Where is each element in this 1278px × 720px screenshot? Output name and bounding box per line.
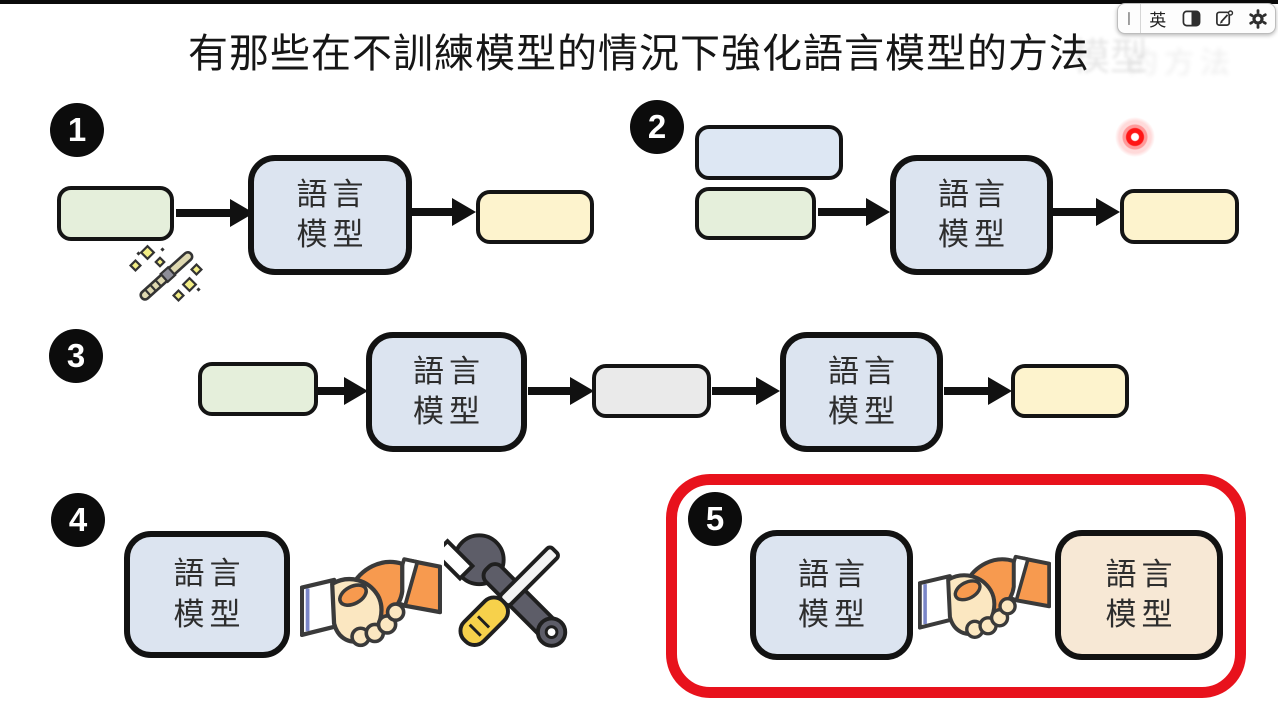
- tools-icon: [444, 524, 576, 662]
- lm-label-line2: 模型: [296, 217, 369, 252]
- laser-pointer-dot: [1113, 115, 1157, 159]
- context-box-blue: [695, 125, 843, 180]
- arrow-right-icon: [944, 377, 1012, 405]
- language-model-box: 語言 模型: [366, 332, 527, 452]
- handshake-icon: [918, 548, 1051, 653]
- fullwidth-toggle-icon[interactable]: [1175, 4, 1209, 33]
- arrow-right-icon: [412, 198, 476, 226]
- step-badge-2: 2: [630, 100, 684, 154]
- language-model-box: 語言 模型: [124, 531, 290, 658]
- lm-label-line2: 模型: [828, 394, 900, 429]
- slide-title: 有那些在不訓練模型的情況下強化語言模型的方法: [188, 32, 1090, 76]
- arrow-right-icon: [528, 377, 594, 405]
- arrow-right-icon: [818, 198, 890, 226]
- input-box-green: [198, 362, 318, 416]
- lm-label-line1: 語言: [1105, 556, 1178, 592]
- handshake-icon: [300, 550, 442, 662]
- lm-label-line2: 模型: [173, 596, 246, 632]
- language-model-box: 語言 模型: [248, 155, 412, 275]
- language-model-box: 語言 模型: [890, 155, 1053, 275]
- step-badge-5: 5: [688, 492, 742, 546]
- lm-label-line2: 模型: [1105, 597, 1178, 632]
- step-badge-1: 1: [50, 103, 104, 157]
- language-model-box: 語言 模型: [750, 530, 913, 660]
- lm-label-line1: 語言: [798, 556, 870, 592]
- lm-label-line2: 模型: [413, 394, 485, 429]
- output-box-yellow: [476, 190, 594, 244]
- language-model-box: 語言 模型: [780, 332, 943, 452]
- output-box-yellow: [1120, 189, 1239, 244]
- ime-pad-icon[interactable]: [1208, 4, 1242, 33]
- lm-label-line1: 語言: [828, 353, 900, 389]
- ime-drag-handle[interactable]: 丨: [1118, 4, 1141, 33]
- magic-wand-icon: [127, 242, 207, 308]
- lm-label-line1: 語言: [413, 353, 485, 389]
- lm-label-line1: 語言: [938, 176, 1010, 212]
- lm-label-line1: 語言: [296, 176, 369, 212]
- lm-label-line2: 模型: [798, 597, 870, 632]
- output-box-yellow: [1011, 364, 1129, 418]
- ime-language-button[interactable]: 英: [1149, 11, 1167, 30]
- input-box-green: [695, 187, 816, 240]
- arrow-right-icon: [176, 199, 254, 227]
- highlight-box-red: [666, 474, 1246, 698]
- intermediate-box-gray: [592, 364, 711, 418]
- arrow-right-icon: [318, 377, 368, 405]
- arrow-right-icon: [712, 377, 780, 405]
- input-box-green: [57, 186, 174, 241]
- ime-toolbar: 丨 英: [1117, 3, 1276, 34]
- video-top-edge: [0, 0, 1278, 4]
- arrow-right-icon: [1053, 198, 1120, 226]
- language-model-box-tan: 語言 模型: [1055, 530, 1223, 660]
- step-badge-3: 3: [49, 329, 103, 383]
- lm-label-line1: 語言: [173, 556, 246, 592]
- step-badge-4: 4: [51, 493, 105, 547]
- settings-gear-icon[interactable]: [1242, 4, 1276, 33]
- lm-label-line2: 模型: [938, 217, 1010, 252]
